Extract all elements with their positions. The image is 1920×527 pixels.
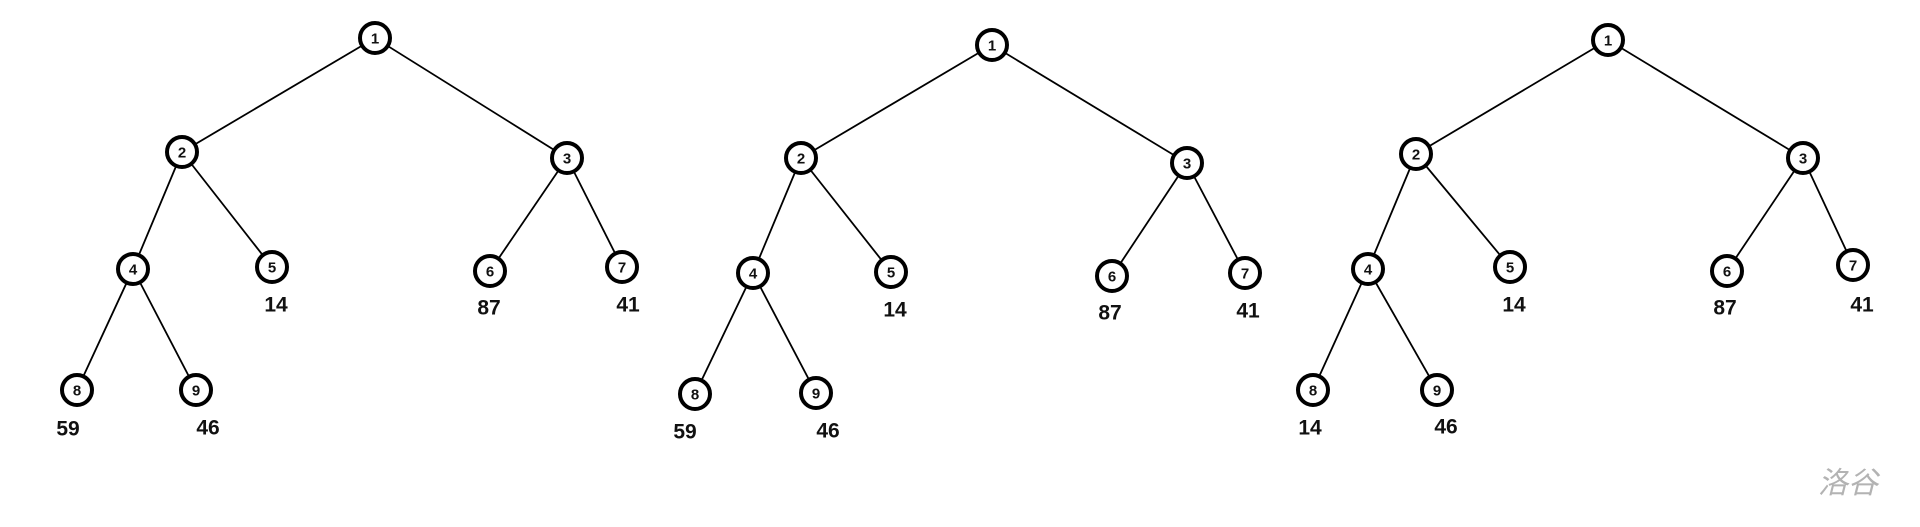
tree-node-circle-1 [358, 21, 392, 55]
tree-edge-2-5 [181, 151, 273, 268]
leaf-value-label-node-8: 59 [673, 421, 696, 444]
tree-edge-3-6 [1111, 162, 1188, 277]
tree-node-label-3: 3 [1183, 156, 1191, 173]
tree-node-circle-8 [1296, 373, 1330, 407]
tree-edge-1-3 [991, 44, 1188, 164]
tree-node-circle-3 [550, 141, 584, 175]
binary-tree-3: 1 2 3 4 5 6 7 8 9 14 87 41 14 46 [1296, 23, 1874, 440]
tree-edge-4-8 [1312, 268, 1369, 391]
tree-edge-3-7 [1186, 162, 1246, 274]
tree-node-circle-6 [473, 254, 507, 288]
tree-edge-1-2 [1415, 39, 1609, 155]
tree-edge-4-8 [76, 268, 134, 391]
leaf-value-label-node-9: 46 [1434, 416, 1457, 439]
tree-edge-3-6 [489, 157, 568, 272]
leaf-value-label-node-9: 46 [196, 417, 219, 440]
tree-edge-3-7 [1802, 157, 1854, 266]
tree-node-circle-9 [179, 373, 213, 407]
tree-edge-2-5 [800, 157, 892, 273]
leaf-value-label-node-7: 41 [1850, 294, 1874, 317]
tree-node-label-8: 8 [691, 387, 699, 404]
tree-node-label-2: 2 [797, 151, 805, 168]
leaf-value-label-node-5: 14 [883, 299, 907, 322]
tree-edge-1-2 [800, 44, 993, 159]
tree-node-circle-7 [1836, 248, 1870, 282]
tree-edge-3-6 [1726, 157, 1804, 272]
tree-node-label-6: 6 [486, 264, 494, 281]
leaf-value-label-node-7: 41 [616, 294, 640, 317]
tree-edge-1-2 [181, 37, 376, 153]
tree-node-circle-6 [1710, 254, 1744, 288]
tree-node-label-1: 1 [371, 31, 379, 48]
tree-node-label-2: 2 [178, 145, 186, 162]
tree-edge-1-3 [1607, 39, 1804, 159]
tree-edge-4-8 [694, 272, 754, 395]
tree-edge-4-9 [1367, 268, 1438, 391]
tree-node-label-8: 8 [73, 383, 81, 400]
tree-node-label-5: 5 [1506, 260, 1514, 277]
tree-node-label-7: 7 [1241, 266, 1249, 283]
tree-node-label-4: 4 [129, 262, 138, 279]
tree-node-circle-8 [678, 377, 712, 411]
tree-edge-3-7 [566, 157, 623, 268]
tree-node-label-3: 3 [1799, 151, 1807, 168]
tree-node-label-4: 4 [1364, 262, 1373, 279]
binary-tree-2: 1 2 3 4 5 6 7 8 9 14 87 41 59 46 [673, 28, 1262, 444]
tree-node-circle-9 [1420, 373, 1454, 407]
tree-node-circle-8 [60, 373, 94, 407]
tree-edge-1-3 [374, 37, 568, 159]
tree-node-circle-3 [1786, 141, 1820, 175]
tree-edge-4-9 [132, 268, 197, 391]
tree-node-label-5: 5 [887, 265, 895, 282]
tree-node-circle-1 [975, 28, 1009, 62]
tree-node-circle-5 [874, 255, 908, 289]
tree-node-circle-2 [784, 141, 818, 175]
tree-node-label-6: 6 [1108, 269, 1116, 286]
leaf-value-label-node-5: 14 [1502, 294, 1526, 317]
tree-node-label-8: 8 [1309, 383, 1317, 400]
tree-edge-2-5 [1415, 153, 1511, 268]
tree-node-circle-7 [1228, 256, 1262, 290]
tree-node-circle-2 [1399, 137, 1433, 171]
tree-node-label-9: 9 [192, 383, 200, 400]
tree-node-label-1: 1 [1604, 33, 1612, 50]
tree-node-label-7: 7 [1849, 258, 1857, 275]
tree-node-label-2: 2 [1412, 147, 1420, 164]
leaf-value-label-node-6: 87 [1098, 302, 1121, 325]
tree-node-circle-5 [255, 250, 289, 284]
leaf-value-label-node-8: 59 [56, 418, 79, 441]
tree-node-label-9: 9 [1433, 383, 1441, 400]
tree-node-label-6: 6 [1723, 264, 1731, 281]
tree-node-circle-4 [116, 252, 150, 286]
binary-tree-1: 1 2 3 4 5 6 7 8 9 14 87 41 59 46 [56, 21, 640, 441]
tree-node-circle-3 [1170, 146, 1204, 180]
leaf-value-label-node-9: 46 [816, 420, 839, 443]
tree-node-label-7: 7 [618, 260, 626, 277]
tree-node-label-9: 9 [812, 386, 820, 403]
tree-edge-4-9 [752, 272, 817, 394]
tree-edge-2-4 [752, 157, 802, 274]
leaf-value-label-node-7: 41 [1236, 300, 1260, 323]
leaf-value-label-node-6: 87 [477, 297, 500, 320]
tree-node-label-4: 4 [749, 266, 758, 283]
tree-edge-2-4 [1367, 153, 1417, 270]
tree-node-circle-6 [1095, 259, 1129, 293]
leaf-value-label-node-5: 14 [264, 294, 288, 317]
leaf-value-label-node-6: 87 [1713, 297, 1736, 320]
tree-node-circle-4 [1351, 252, 1385, 286]
tree-node-circle-4 [736, 256, 770, 290]
tree-node-circle-9 [799, 376, 833, 410]
tree-node-label-5: 5 [268, 260, 276, 277]
tree-node-circle-1 [1591, 23, 1625, 57]
tree-node-circle-7 [605, 250, 639, 284]
leaf-value-label-node-8: 14 [1298, 417, 1322, 440]
tree-node-label-1: 1 [988, 38, 996, 55]
tree-node-circle-2 [165, 135, 199, 169]
tree-node-label-3: 3 [563, 151, 571, 168]
tree-edge-2-4 [132, 151, 183, 270]
luogu-watermark: 洛谷 [1818, 467, 1878, 500]
tree-node-circle-5 [1493, 250, 1527, 284]
